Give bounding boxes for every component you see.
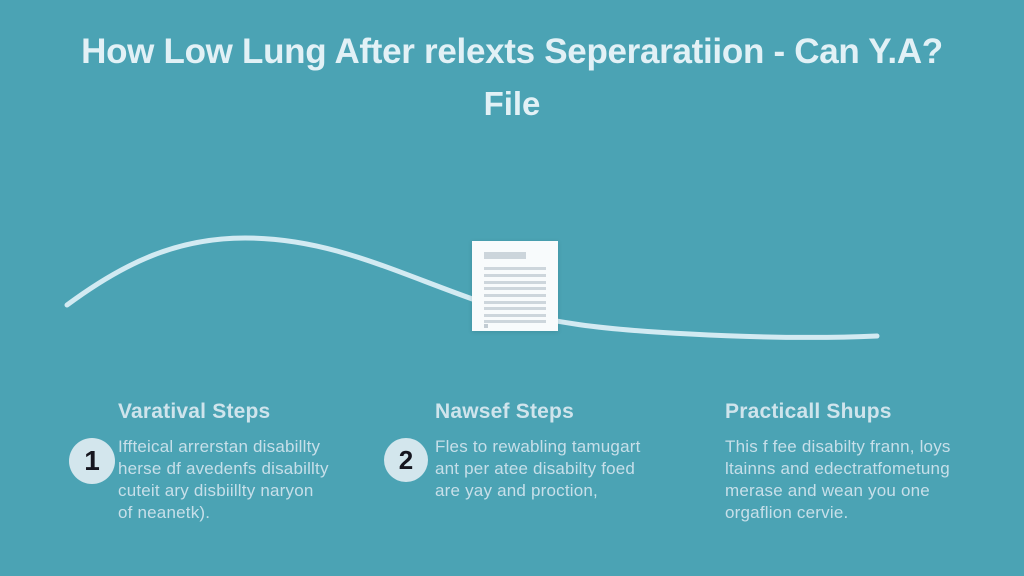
column-2-body: Fles to rewabling tamugart ant per atee … xyxy=(435,437,641,500)
document-text-line xyxy=(484,320,546,323)
column-practicall-shups: Practicall Shups This f fee disabilty fr… xyxy=(725,400,975,524)
step-2-number: 2 xyxy=(398,444,414,475)
document-text-line xyxy=(484,301,546,304)
column-3-body: This f fee disabilty frann, loys ltainns… xyxy=(725,437,951,522)
title-line-1: How Low Lung After relexts Seperaratiion… xyxy=(81,32,943,71)
step-2-badge: 2 xyxy=(384,438,428,482)
column-3-heading: Practicall Shups xyxy=(725,400,892,423)
column-1-heading: Varatival Steps xyxy=(118,400,271,423)
page-title: How Low Lung After relexts Seperaratiion… xyxy=(0,30,1024,124)
document-title-bar xyxy=(484,252,526,259)
step-1-number: 1 xyxy=(84,445,100,476)
title-line-2: File xyxy=(483,85,541,122)
step-1-badge: 1 xyxy=(69,438,115,484)
document-footer-dot xyxy=(484,324,488,328)
column-2-heading: Nawsef Steps xyxy=(435,400,574,423)
document-text-line xyxy=(484,287,546,290)
column-1-body: Iffteical arrerstan disabillty herse df … xyxy=(118,437,329,522)
document-text-line xyxy=(484,294,546,297)
column-nawsef-steps: Nawsef Steps Fles to rewabling tamugart … xyxy=(435,400,685,502)
document-text-line xyxy=(484,314,546,317)
column-varatival-steps: Varatival Steps Iffteical arrerstan disa… xyxy=(118,400,368,524)
document-icon xyxy=(472,241,558,331)
document-text-line xyxy=(484,307,546,310)
document-text-line xyxy=(484,281,546,284)
document-text-line xyxy=(484,267,546,270)
document-text-line xyxy=(484,274,546,277)
